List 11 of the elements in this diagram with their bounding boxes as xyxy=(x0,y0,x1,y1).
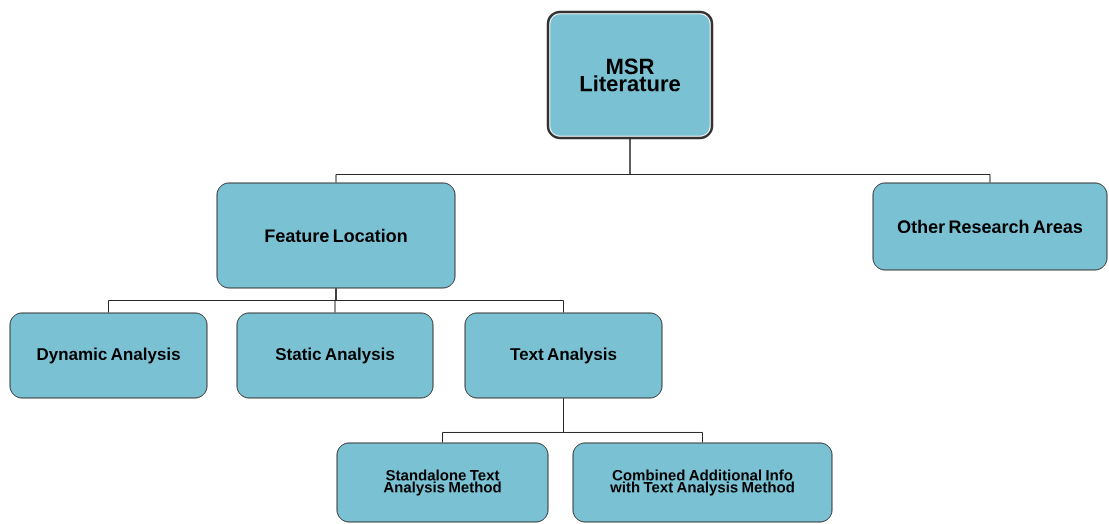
category-box: Combined Additional Info with Text Analysis Method xyxy=(572,442,833,523)
connector-line xyxy=(335,288,564,313)
category-box: Static Analysis xyxy=(236,312,434,399)
category-box: Standalone Text Analysis Method xyxy=(336,442,549,523)
connector-line xyxy=(629,138,991,183)
connector-line xyxy=(563,398,703,443)
category-box: Feature Location xyxy=(216,182,456,289)
category-box: Dynamic Analysis xyxy=(9,312,208,399)
category-box: MSR Literature xyxy=(545,9,715,141)
category-box: Text Analysis xyxy=(464,312,663,399)
category-box: Other Research Areas xyxy=(872,182,1108,271)
